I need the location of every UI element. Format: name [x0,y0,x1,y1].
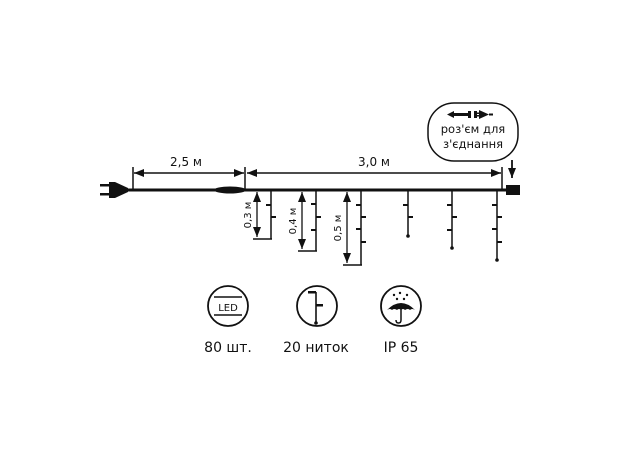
ip-rating-label: IP 65 [384,340,419,356]
drop-medium-length: 0,4 м [288,208,299,235]
led-icon: LED [207,285,249,327]
led-count-label: 80 шт. [204,340,252,356]
light-section-dimension: 3,0 м [247,155,503,190]
strand-count-label: 20 ниток [283,340,349,356]
umbrella-rain-icon [380,285,422,327]
lead-cable-dimension: 2,5 м [132,155,246,190]
lead-cable-length: 2,5 м [170,155,202,169]
connector-callout: роз'єм для з'єднання [427,102,519,178]
end-connector [506,185,520,195]
power-plug-icon [100,182,128,198]
icicle-drops [266,190,502,265]
drop-short-length: 0,3 м [243,202,254,229]
light-section-length: 3,0 м [358,155,390,169]
strand-icon [296,285,338,327]
drop-short-dimension: 0,3 м [243,192,272,240]
plug-socket-icon [447,110,493,119]
drop-long-dimension: 0,5 м [333,192,362,266]
inline-controller [214,186,246,194]
connector-label-line1: роз'єм для [441,122,505,136]
connector-label-line2: з'єднання [443,137,503,151]
drop-medium-dimension: 0,4 м [288,192,317,252]
led-icon-text: LED [218,303,238,314]
drop-long-length: 0,5 м [333,215,344,242]
